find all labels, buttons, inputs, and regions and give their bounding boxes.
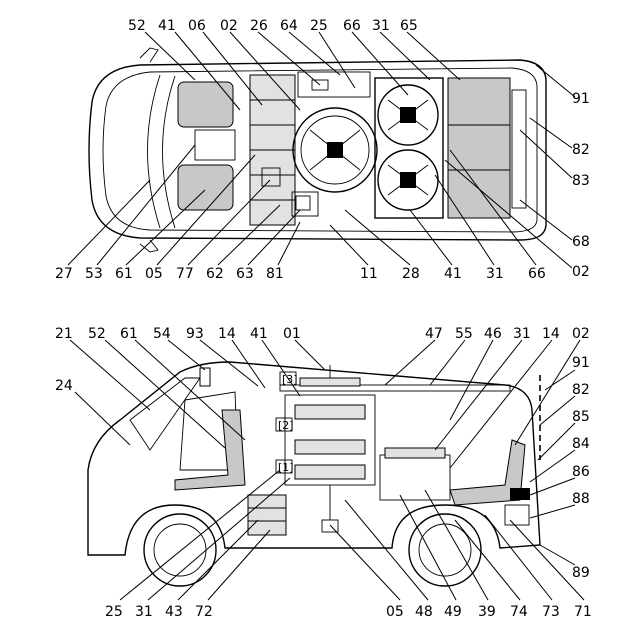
- label-t-77: 77: [176, 266, 194, 282]
- label-t-27: 27: [55, 266, 73, 282]
- label-s-21: 21: [55, 326, 73, 342]
- label-t-31: 31: [372, 18, 390, 34]
- label-t-66b: 66: [528, 266, 546, 282]
- label-s-74: 74: [510, 604, 528, 620]
- label-t-25: 25: [310, 18, 328, 34]
- label-t-91: 91: [572, 91, 590, 107]
- front-seat-side: [175, 410, 245, 490]
- side-view: [88, 362, 540, 586]
- label-t-83: 83: [572, 173, 590, 189]
- label-s-52: 52: [88, 326, 106, 342]
- label-s-71: 71: [574, 604, 592, 620]
- label-s-41: 41: [250, 326, 268, 342]
- label-s-85: 85: [572, 409, 590, 425]
- label-s-24: 24: [55, 378, 73, 394]
- level-3: [3]: [282, 373, 298, 386]
- label-s-91: 91: [572, 355, 590, 371]
- label-t-68: 68: [572, 234, 590, 250]
- label-s-14b: 14: [542, 326, 560, 342]
- label-s-46: 46: [484, 326, 502, 342]
- label-t-06: 06: [188, 18, 206, 34]
- label-t-81: 81: [266, 266, 284, 282]
- label-s-61: 61: [120, 326, 138, 342]
- label-t-82: 82: [572, 142, 590, 158]
- label-s-49: 49: [444, 604, 462, 620]
- label-t-66: 66: [343, 18, 361, 34]
- label-s-88: 88: [572, 491, 590, 507]
- label-s-39: 39: [478, 604, 496, 620]
- passenger-seat: [178, 165, 233, 210]
- label-t-26: 26: [250, 18, 268, 34]
- level-1: [1]: [278, 461, 294, 474]
- label-t-65: 65: [400, 18, 418, 34]
- label-s-31b: 31: [135, 604, 153, 620]
- label-s-54: 54: [153, 326, 171, 342]
- label-t-05: 05: [145, 266, 163, 282]
- label-s-31: 31: [513, 326, 531, 342]
- label-t-64: 64: [280, 18, 298, 34]
- label-s-82: 82: [572, 382, 590, 398]
- label-s-14: 14: [218, 326, 236, 342]
- label-s-47: 47: [425, 326, 443, 342]
- label-t-41b: 41: [444, 266, 462, 282]
- label-s-55: 55: [455, 326, 473, 342]
- label-t-31b: 31: [486, 266, 504, 282]
- label-t-53: 53: [85, 266, 103, 282]
- label-s-05: 05: [386, 604, 404, 620]
- level-2: [2]: [278, 419, 294, 432]
- label-t-02b: 02: [572, 264, 590, 280]
- label-s-86: 86: [572, 464, 590, 480]
- label-t-41: 41: [158, 18, 176, 34]
- label-s-25: 25: [105, 604, 123, 620]
- label-s-48: 48: [415, 604, 433, 620]
- label-t-28: 28: [402, 266, 420, 282]
- label-s-89: 89: [572, 565, 590, 581]
- label-s-93: 93: [186, 326, 204, 342]
- label-t-61: 61: [115, 266, 133, 282]
- label-s-73: 73: [542, 604, 560, 620]
- label-s-72: 72: [195, 604, 213, 620]
- label-t-62: 62: [206, 266, 224, 282]
- label-t-02: 02: [220, 18, 238, 34]
- label-t-52: 52: [128, 18, 146, 34]
- rear-cargo: [448, 78, 510, 218]
- label-t-63: 63: [236, 266, 254, 282]
- top-view: [89, 48, 546, 252]
- label-s-02: 02: [572, 326, 590, 342]
- driver-seat: [178, 82, 233, 127]
- front-wheel: [144, 514, 216, 586]
- label-t-11: 11: [360, 266, 378, 282]
- label-s-84: 84: [572, 436, 590, 452]
- label-s-43: 43: [165, 604, 183, 620]
- label-s-01: 01: [283, 326, 301, 342]
